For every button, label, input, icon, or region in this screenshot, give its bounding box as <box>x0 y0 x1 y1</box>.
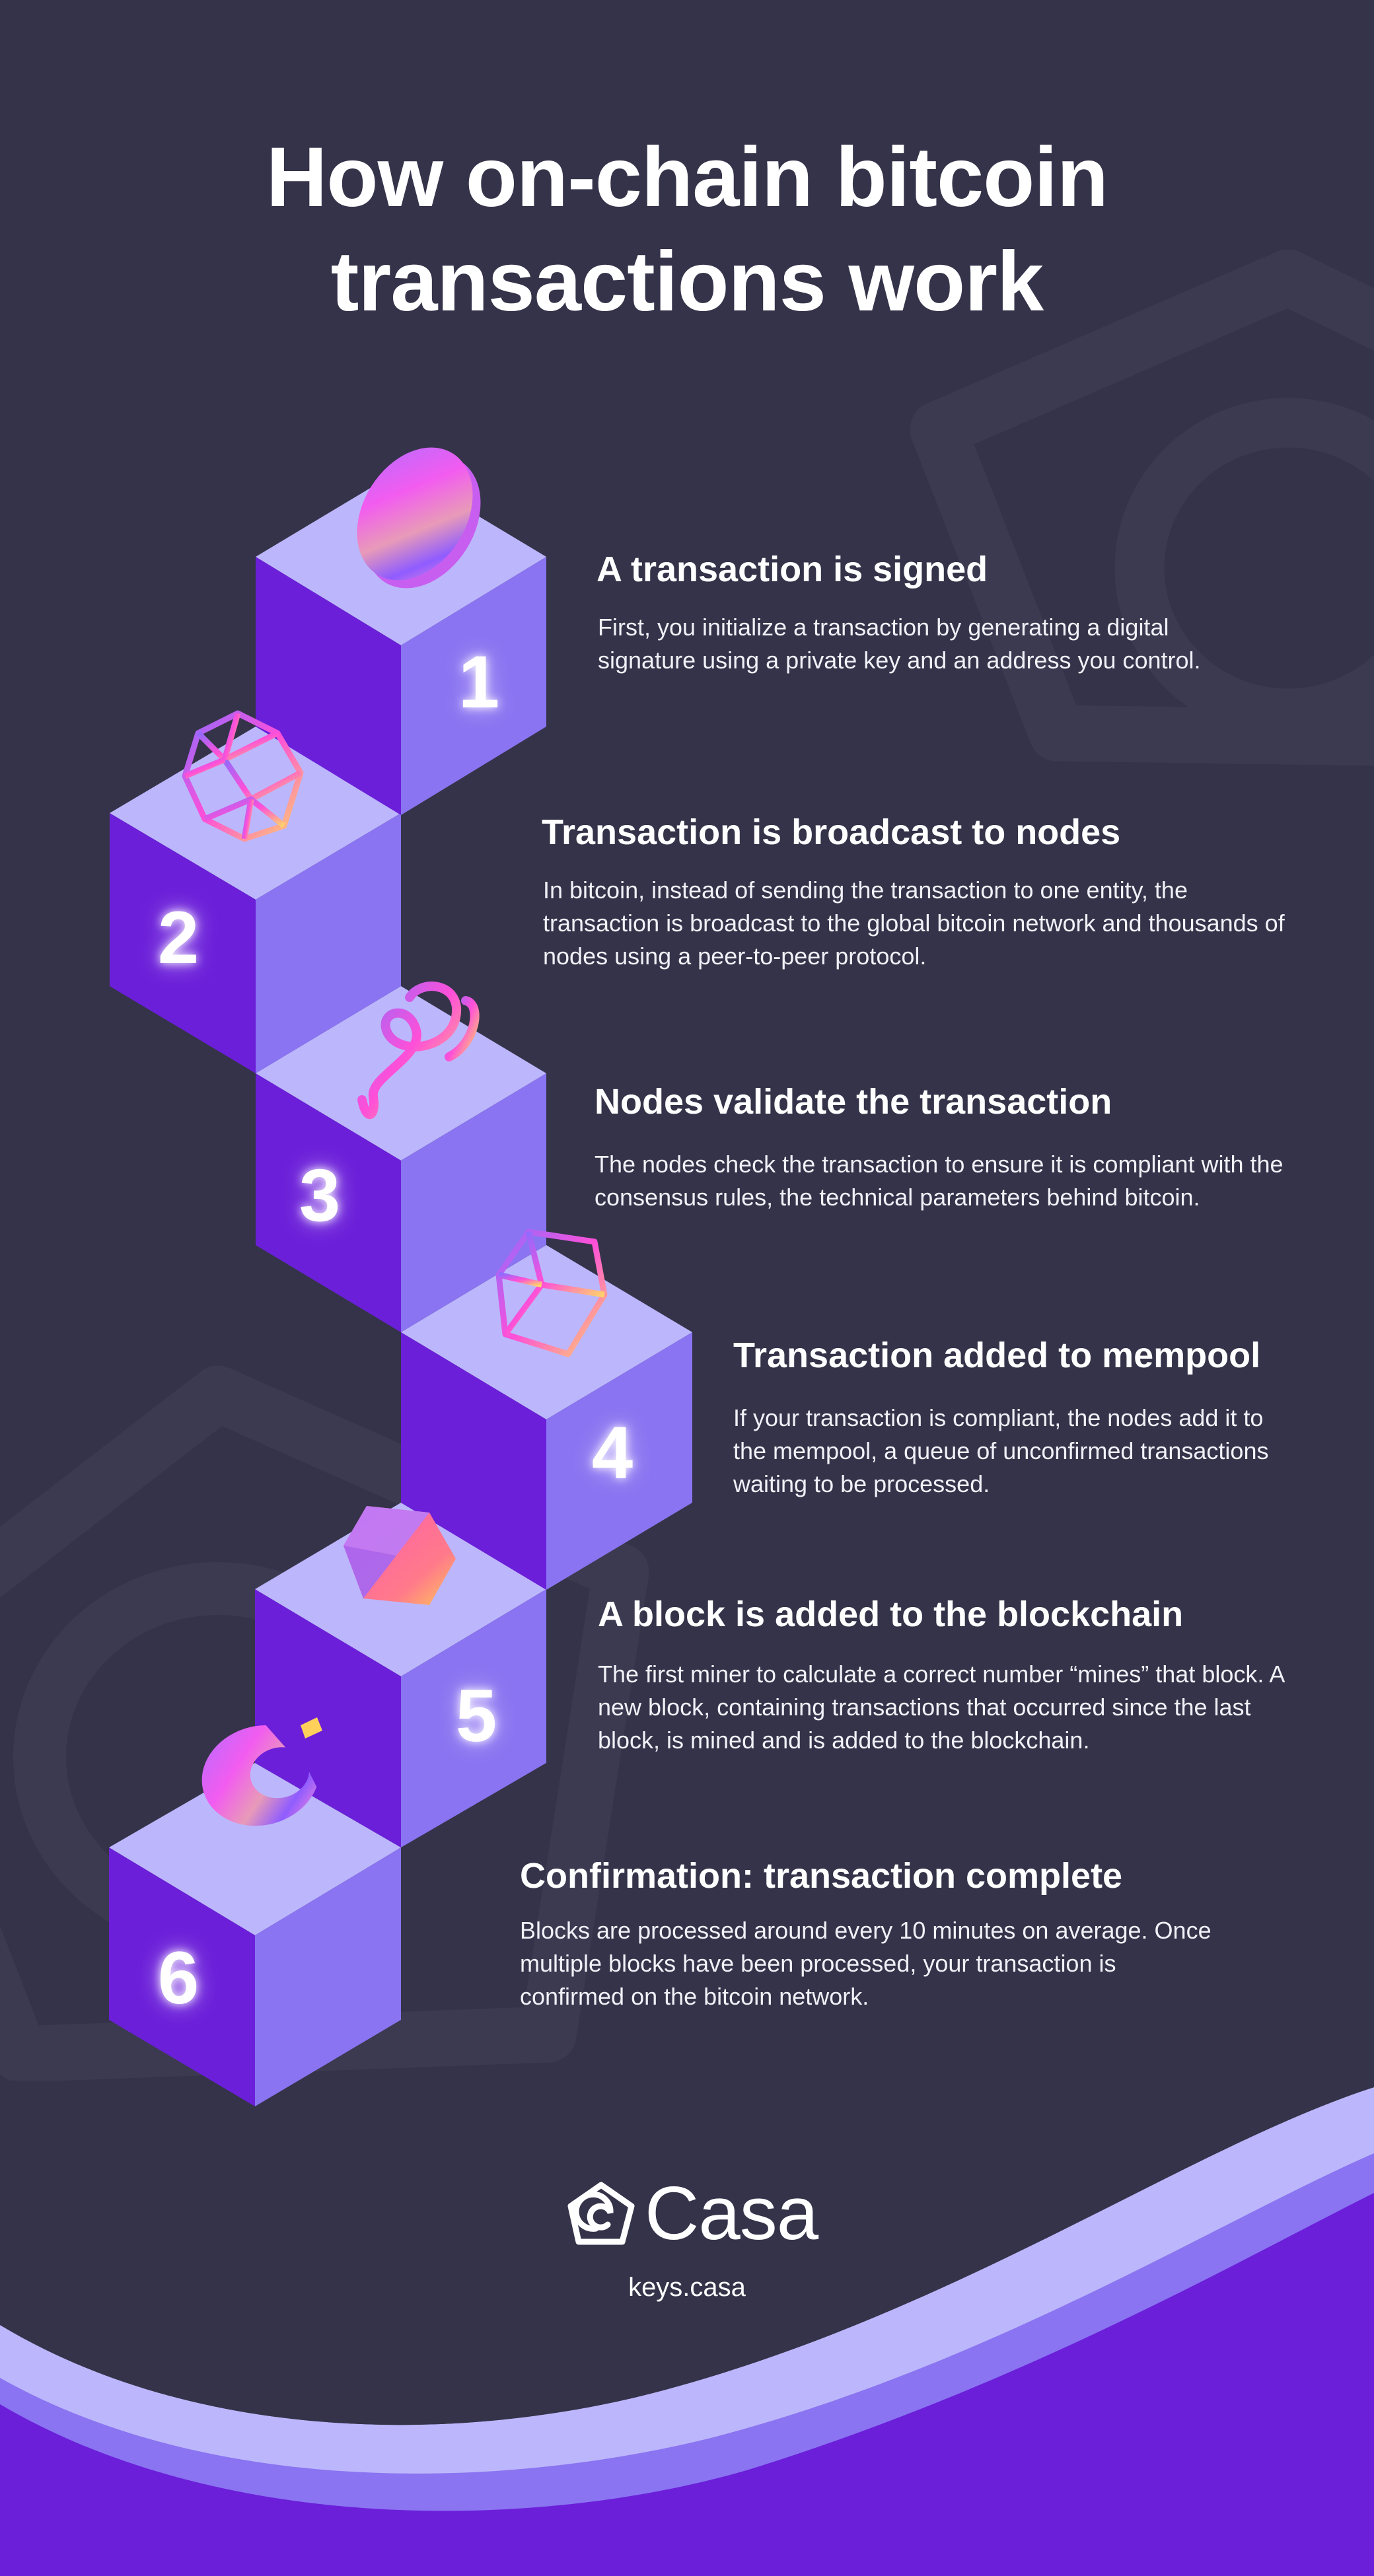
ring-arc-icon <box>201 1717 322 1826</box>
step-description: The first miner to calculate a correct n… <box>598 1661 1284 1754</box>
step-number-5: 5 <box>455 1674 497 1757</box>
step-title: Transaction is broadcast to nodes <box>542 812 1121 852</box>
step-number-1: 1 <box>458 641 500 723</box>
title-line-2: transactions work <box>330 234 1044 329</box>
step-title: A transaction is signed <box>597 550 988 589</box>
website-link[interactable]: keys.casa <box>628 2273 746 2302</box>
page-title: How on-chain bitcoin transactions work <box>0 125 1374 334</box>
step-description: First, you initialize a transaction by g… <box>598 614 1201 674</box>
dark-area <box>0 2081 1374 2425</box>
step-title: Confirmation: transaction complete <box>520 1856 1123 1896</box>
wireframe-cube-icon <box>495 1229 608 1357</box>
step-description: The nodes check the transaction to ensur… <box>595 1151 1284 1211</box>
bottom-wave <box>0 2087 1374 2576</box>
step-number-2: 2 <box>157 896 199 979</box>
solid-cube-icon <box>344 1506 456 1605</box>
watermark-logo-right <box>910 249 1374 766</box>
brand-name: Casa <box>645 2172 818 2256</box>
step-title: Nodes validate the transaction <box>595 1082 1112 1122</box>
step-title: A block is added to the blockchain <box>598 1594 1184 1634</box>
casa-logo[interactable]: Casa <box>567 2174 818 2254</box>
title-line-1: How on-chain bitcoin <box>266 130 1108 225</box>
step-description: If your transaction is compliant, the no… <box>733 1404 1269 1497</box>
spiral-coil-icon <box>357 982 480 1119</box>
step-description: In bitcoin, instead of sending the trans… <box>543 877 1285 970</box>
cube-6 <box>109 1763 401 2106</box>
casa-pentagon-spiral-icon <box>567 2182 635 2245</box>
coin-icon <box>357 447 481 589</box>
cube-4 <box>401 1245 692 1590</box>
wireframe-sphere-icon <box>182 710 304 842</box>
step-number-6: 6 <box>157 1937 199 2019</box>
step-number-3: 3 <box>299 1154 341 1236</box>
step-description: Blocks are processed around every 10 min… <box>520 1917 1211 2010</box>
step-number-4: 4 <box>591 1412 633 1494</box>
step-title: Transaction added to mempool <box>733 1336 1261 1375</box>
